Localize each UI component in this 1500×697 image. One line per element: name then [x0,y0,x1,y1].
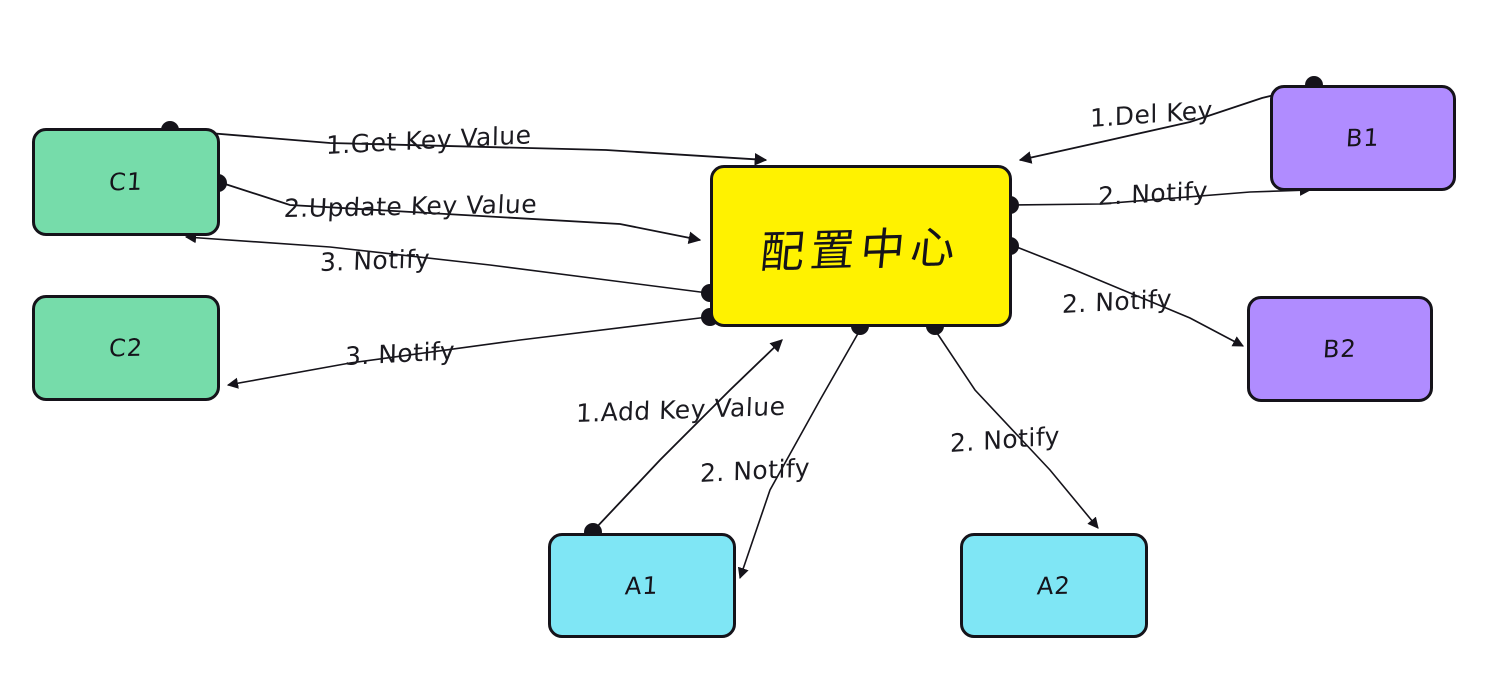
node-c2[interactable]: C2 [32,295,220,401]
node-label-a2: A2 [1036,571,1072,600]
connector-hub-to-c1-notify [184,232,719,302]
node-b2[interactable]: B2 [1247,296,1433,402]
connector-a1-to-hub-add [584,339,783,541]
node-label-c1: C1 [108,167,144,197]
edge-label-notify-b1: 2. Notify [1097,176,1209,212]
node-label-b1: B1 [1345,123,1381,153]
node-a1[interactable]: A1 [548,533,736,638]
node-label-a1: A1 [624,571,660,600]
node-config-center[interactable]: 配置中心 [710,165,1012,327]
edge-label-notify-b2: 2. Notify [1061,284,1173,320]
node-a2[interactable]: A2 [960,533,1148,638]
edge-label-notify-c1: 3. Notify [319,244,431,278]
edge-label-notify-a1: 2. Notify [699,453,811,489]
node-label-c2: C2 [108,333,144,363]
node-label-b2: B2 [1322,334,1358,364]
node-label-hub: 配置中心 [757,222,964,279]
node-c1[interactable]: C1 [32,128,220,236]
node-b1[interactable]: B1 [1270,85,1456,191]
connector-hub-to-c2-notify [226,308,719,389]
edge-label-update-key-value: 2.Update Key Value [283,189,538,224]
connector-hub-to-a2-notify [926,317,1099,529]
connector-hub-to-a1-notify [737,317,869,580]
edge-label-notify-c2: 3. Notify [344,336,456,372]
